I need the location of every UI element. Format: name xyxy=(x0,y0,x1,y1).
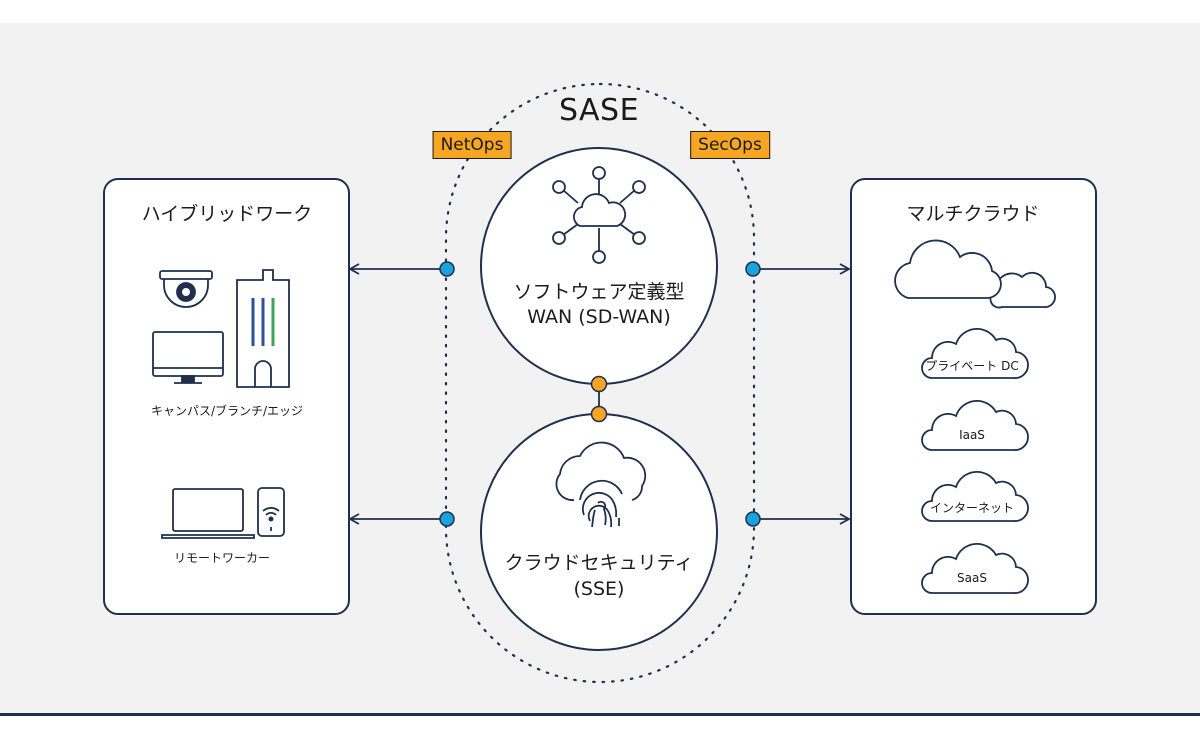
cloud-saas xyxy=(921,543,1029,594)
link-dot-bottom xyxy=(590,405,608,423)
cloud-private-dc xyxy=(921,328,1029,379)
cloud-label-saas: SaaS xyxy=(957,571,987,585)
connector-dot-left-bottom xyxy=(439,511,455,527)
campus-label: キャンパス/ブランチ/エッジ xyxy=(150,404,304,418)
sdwan-label-line1: ソフトウェア定義型 xyxy=(513,281,685,303)
secops-tag: SecOps xyxy=(690,131,770,159)
network-cloud-icon xyxy=(552,166,646,264)
cloud-label-iaas: IaaS xyxy=(959,428,985,442)
left-panel xyxy=(103,178,350,615)
fingerprint-cloud-icon xyxy=(555,441,647,528)
cloud-iaas xyxy=(921,400,1029,451)
cloud-label-internet: インターネット xyxy=(929,501,1015,515)
security-camera-icon xyxy=(159,270,213,308)
monitor-icon xyxy=(152,331,224,384)
phone-icon xyxy=(257,487,285,537)
connector-dot-left-top xyxy=(439,261,455,277)
connector-dot-right-top xyxy=(745,261,761,277)
left-panel-title: ハイブリッドワーク xyxy=(141,203,313,225)
remote-label: リモートワーカー xyxy=(173,551,271,565)
cloud-label-private-dc: プライベート DC xyxy=(925,359,1019,373)
sse-circle xyxy=(480,413,718,651)
connector-dot-right-bottom xyxy=(745,511,761,527)
sase-oval xyxy=(444,82,756,684)
sse-label-line2: (SSE) xyxy=(573,578,625,600)
sase-title: SASE xyxy=(558,93,640,128)
laptop-icon xyxy=(161,488,255,539)
right-panel-title: マルチクラウド xyxy=(906,203,1040,225)
cloud-internet xyxy=(921,471,1029,522)
link-dot-top xyxy=(590,375,608,393)
sse-label-line1: クラウドセキュリティ xyxy=(504,552,694,574)
sdwan-label-line2: WAN (SD-WAN) xyxy=(527,306,671,328)
bottom-rule xyxy=(0,713,1200,716)
netops-tag: NetOps xyxy=(432,131,512,159)
double-cloud-icon xyxy=(894,239,1056,309)
building-icon xyxy=(236,269,290,388)
